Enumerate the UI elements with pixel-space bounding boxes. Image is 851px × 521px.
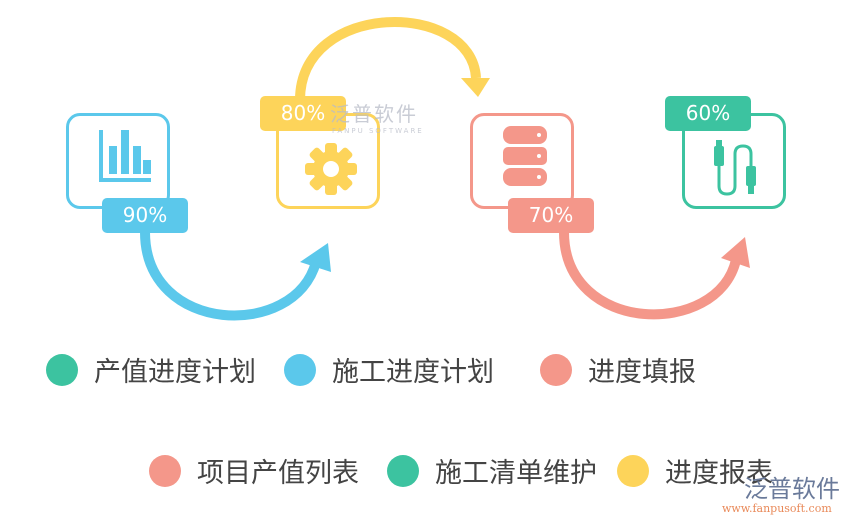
arrow-yellow xyxy=(295,17,490,101)
watermark-en: FANPU SOFTWARE xyxy=(332,127,424,135)
legend-label: 项目产值列表 xyxy=(197,458,359,489)
bar-chart-icon xyxy=(99,130,151,182)
arrow-salmon xyxy=(559,231,750,320)
legend-label: 施工清单维护 xyxy=(435,458,597,489)
legend-label: 进度报表 xyxy=(665,458,773,489)
legend-dot xyxy=(46,353,78,386)
database-icon xyxy=(503,126,547,186)
legend-dot xyxy=(617,454,649,487)
legend-dot xyxy=(284,353,316,386)
legend-dot xyxy=(387,454,419,487)
legend-item: 进度填报 xyxy=(540,350,696,389)
percent-badge-4: 60% xyxy=(665,96,751,131)
arrow-blue xyxy=(140,231,331,321)
percent-badge-1: 90% xyxy=(102,198,188,233)
percent-badge-3: 70% xyxy=(508,198,594,233)
logo-text: 泛普软件 xyxy=(744,475,840,503)
legend-dot xyxy=(149,454,181,487)
legend-item: 产值进度计划 xyxy=(46,350,256,389)
watermark: 泛普软件 FANPU SOFTWARE xyxy=(330,98,424,135)
legend-item: 进度报表 xyxy=(617,451,773,490)
legend-label: 施工进度计划 xyxy=(332,357,494,388)
step-box-2 xyxy=(276,113,380,209)
legend-dot xyxy=(540,353,572,386)
gear-icon xyxy=(305,143,357,195)
brand-logo: 泛普软件 www.fanpusoft.com xyxy=(722,476,840,515)
watermark-cn: 泛普软件 xyxy=(330,102,418,126)
cable-connector-icon xyxy=(714,140,756,196)
legend-label: 产值进度计划 xyxy=(94,357,256,388)
percent-badge-2: 80% xyxy=(260,96,346,131)
legend-label: 进度填报 xyxy=(588,357,696,388)
step-box-3 xyxy=(470,113,574,209)
logo-url: www.fanpusoft.com xyxy=(722,502,832,515)
legend-item: 施工清单维护 xyxy=(387,451,597,490)
legend-item: 项目产值列表 xyxy=(149,451,359,490)
step-box-1 xyxy=(66,113,170,209)
legend-item: 施工进度计划 xyxy=(284,350,494,389)
